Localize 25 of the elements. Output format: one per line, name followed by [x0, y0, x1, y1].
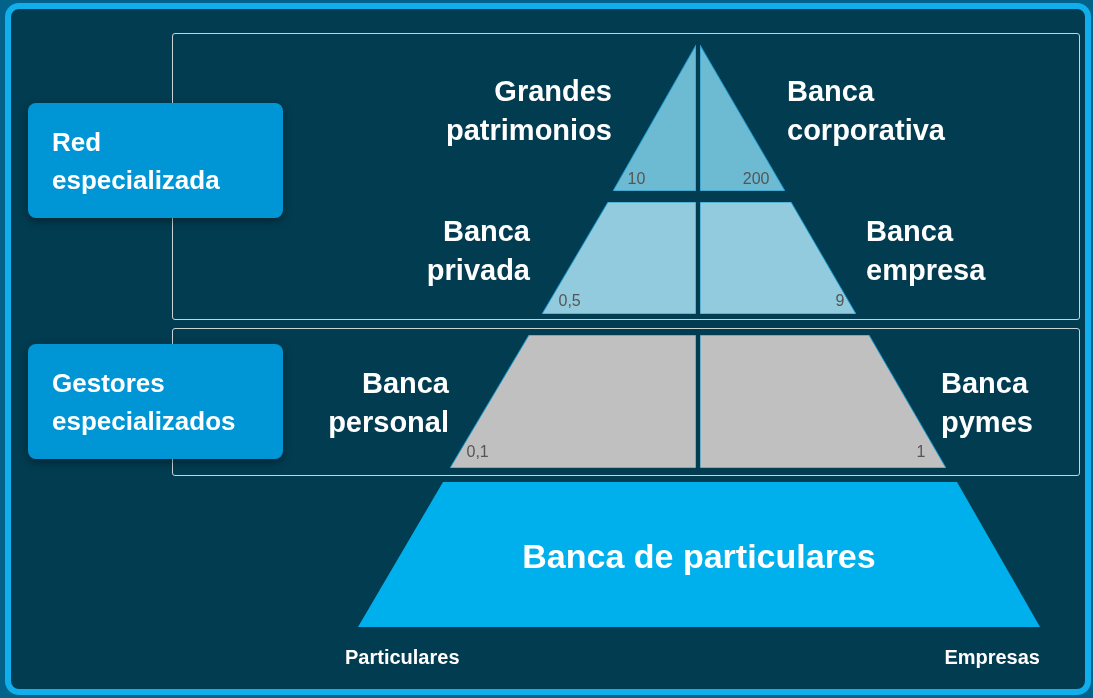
segment-value: 10 [627, 168, 646, 189]
pyramid-segment [449, 334, 696, 468]
segment-caption: Banca privada [425, 214, 530, 288]
axis-end-label: Empresas [944, 645, 1040, 669]
category-label: Red especializada [52, 125, 221, 197]
segment-caption: Banca corporativa [787, 74, 946, 148]
segment-value: 200 [742, 168, 770, 189]
segment-caption: Banca empresa [866, 214, 987, 288]
pyramid-segment [699, 201, 856, 314]
category-box [28, 344, 283, 459]
category-box [28, 103, 283, 218]
axis-end-label: Particulares [345, 645, 460, 669]
segment-caption: Banca personal [327, 366, 449, 440]
pyramid-segment [541, 201, 696, 314]
category-label: Gestores especializados [52, 366, 237, 438]
pyramid-base [358, 482, 1040, 627]
pyramid-segment [612, 44, 696, 191]
segment-caption: Banca pymes [941, 366, 1034, 440]
segment-value: 9 [835, 290, 845, 311]
segment-caption: Grandes patrimonios [445, 74, 612, 148]
pyramid-segment [699, 44, 785, 191]
segment-value: 0,1 [466, 441, 489, 462]
segment-label: Banca de particulares [521, 536, 877, 576]
segment-value: 0,5 [558, 290, 581, 311]
segment-value: 1 [916, 441, 926, 462]
